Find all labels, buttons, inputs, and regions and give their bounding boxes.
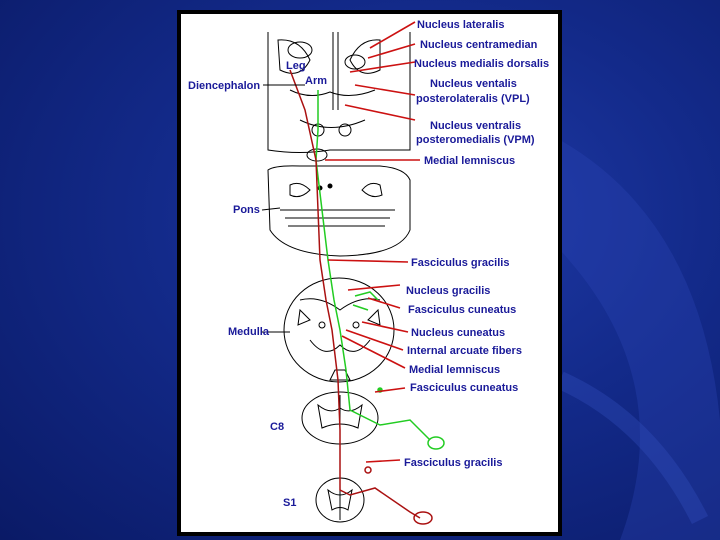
label-pons: Pons xyxy=(233,204,260,216)
label-vpl: posterolateralis (VPL) xyxy=(416,93,530,105)
pointer-lines xyxy=(325,21,420,463)
label-nucleus-medialis-dorsalis: Nucleus medialis dorsalis xyxy=(414,58,549,70)
label-medulla: Medulla xyxy=(228,326,270,338)
label-fasciculus-cuneatus-1: Fasciculus cuneatus xyxy=(408,304,516,316)
pons-section xyxy=(267,165,411,257)
label-vpm: posteromedialis (VPM) xyxy=(416,134,535,146)
diagram-panel xyxy=(181,14,558,532)
label-fasciculus-gracilis-2: Fasciculus gracilis xyxy=(404,457,502,469)
label-nucleus-cuneatus: Nucleus cuneatus xyxy=(411,327,505,339)
label-arm: Arm xyxy=(305,75,327,87)
label-nucleus-ventralis: Nucleus ventalis xyxy=(430,78,517,90)
label-c8: C8 xyxy=(270,421,284,433)
label-nucleus-lateralis: Nucleus lateralis xyxy=(417,19,504,31)
diencephalon-section xyxy=(267,32,411,162)
label-fasciculus-cuneatus-2: Fasciculus cuneatus xyxy=(410,382,518,394)
label-medial-lemniscus-2: Medial lemniscus xyxy=(409,364,500,376)
label-internal-arcuate: Internal arcuate fibers xyxy=(407,345,522,357)
label-diencephalon: Diencephalon xyxy=(188,80,260,92)
medulla-section xyxy=(283,277,395,383)
label-nucleus-gracilis: Nucleus gracilis xyxy=(406,285,490,297)
label-nucleus-ventralis-2: Nucleus ventralis xyxy=(430,120,521,132)
label-nucleus-centramedian: Nucleus centramedian xyxy=(420,39,538,51)
label-s1: S1 xyxy=(283,497,296,509)
leg-tract xyxy=(289,69,433,525)
arm-tract xyxy=(315,90,445,450)
leader-lines xyxy=(261,84,305,333)
label-medial-lemniscus-top: Medial lemniscus xyxy=(424,155,515,167)
label-fasciculus-gracilis-1: Fasciculus gracilis xyxy=(411,257,509,269)
label-leg: Leg xyxy=(286,60,306,72)
